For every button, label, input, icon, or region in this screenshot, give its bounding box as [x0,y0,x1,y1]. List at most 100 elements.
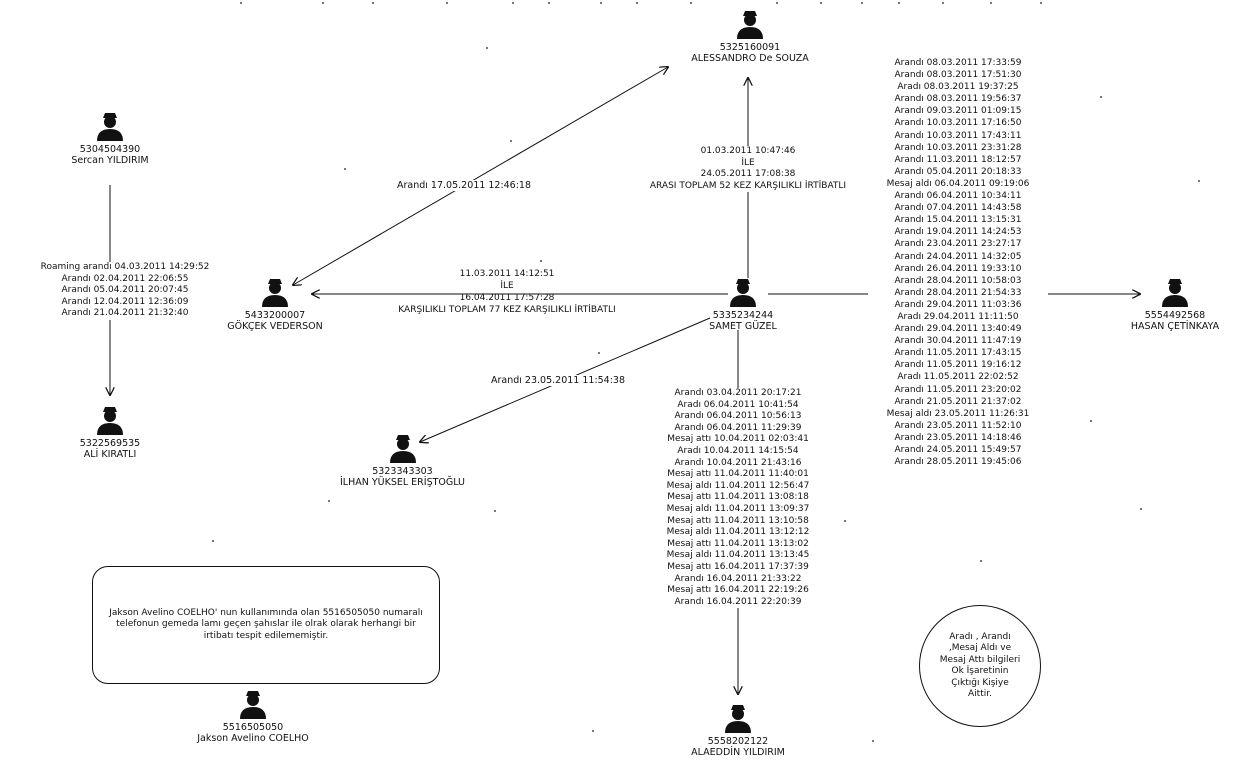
contact-record: Mesaj attı 11.04.2011 11:40:01 [667,469,809,480]
contact-record: Arandı 08.03.2011 19:56:37 [894,94,1022,105]
contact-record: Arandı 28.05.2011 19:45:06 [894,457,1022,468]
label-line: 24.05.2011 17:08:38 [700,169,796,180]
contact-record: Mesaj attı 16.04.2011 22:19:26 [667,585,809,596]
phone-number: 5554492568 [1144,310,1206,321]
contact-record: Mesaj attı 11.04.2011 13:13:02 [667,538,809,549]
contact-record: Arandı 16.04.2011 21:33:22 [674,573,802,584]
phone-number: 5322569535 [79,438,141,449]
contact-record: Arandı 24.05.2011 15:49:57 [894,445,1022,455]
node-ilhan[interactable]: 5323343303 İLHAN YÜKSEL ERİŞTOĞLU [330,434,475,488]
contact-record: Arandı 24.04.2011 14:32:05 [894,251,1022,262]
person-icon [262,279,288,307]
phone-number: 5516505050 [222,722,284,733]
contact-record: Mesaj attı 11.04.2011 13:08:18 [667,492,809,503]
contact-record: Arandı 10.03.2011 23:31:28 [894,142,1022,153]
edge-label-gokcek-alessandro: Arandı 17.05.2011 12:46:18 [396,180,533,191]
legend-text: Aradı , Arandı ,Mesaj Aldı ve Mesaj Attı… [939,631,1021,700]
contact-record: Arandı 23.05.2011 11:52:10 [894,420,1022,431]
label-line: 11.03.2011 14:12:51 [459,269,555,281]
person-name: Sercan YILDIRIM [71,155,149,166]
contact-record: Aradı 11.05.2011 22:02:52 [897,372,1019,383]
contact-record: Aradı 29.04.2011 11:11:50 [897,311,1019,322]
label-line: Roaming arandı 04.03.2011 14:29:52 [40,262,210,272]
person-name: HASAN ÇETİNKAYA [1130,321,1220,332]
contact-record: Arandı 08.03.2011 17:51:30 [894,70,1022,81]
contact-record: Mesaj aldı 06.04.2011 09:19:06 [886,178,1030,189]
phone-number: 5558202122 [707,736,769,747]
contact-record: Arandı 11.03.2011 18:12:57 [894,154,1022,165]
node-samet[interactable]: 5335234244 SAMET GÜZEL [688,278,798,332]
node-sercan[interactable]: 5304504390 Sercan YILDIRIM [50,112,170,166]
edge-label-sercan-ali: Roaming arandı 04.03.2011 14:29:52 Arand… [36,262,214,320]
edge-gokcek-alessandro [293,67,668,285]
node-gokcek[interactable]: 5433200007 GÖKÇEK VEDERSON [215,278,335,332]
phone-number: 5335234244 [712,310,774,321]
person-icon [389,435,416,463]
contact-record: Arandı 29.04.2011 13:40:49 [894,324,1022,335]
contact-record: Mesaj aldı 23.05.2011 11:26:31 [886,408,1030,419]
edge-label-samet-ilhan: Arandı 23.05.2011 11:54:38 [490,375,627,386]
person-name: ALAEDDİN YILDIRIM [691,747,785,758]
node-jakson[interactable]: 5516505050 Jakson Avelino COELHO [188,690,318,744]
label-line: Arandı 12.04.2011 12:36:09 [61,296,189,307]
contact-record: Arandı 10.03.2011 17:16:50 [894,118,1022,129]
label-line: KARŞILIKLI TOPLAM 77 KEZ KARŞILIKLI İRTİ… [398,304,616,315]
person-icon [1162,279,1188,307]
contact-record: Arandı 10.04.2011 21:43:16 [674,457,802,468]
label-line: 16.04.2011 17:57:28 [459,293,555,304]
person-name: SAMET GÜZEL [709,321,777,332]
person-name: Jakson Avelino COELHO [197,733,309,744]
node-hasan[interactable]: 5554492568 HASAN ÇETİNKAYA [1120,278,1230,332]
contact-record: Arandı 26.04.2011 19:33:10 [894,263,1022,274]
contact-record: Arandı 19.04.2011 14:24:53 [894,227,1022,238]
contact-record: Mesaj aldı 11.04.2011 13:12:12 [666,527,810,538]
label-line: Arandı 02.04.2011 22:06:55 [61,273,189,284]
contact-record: Aradı 10.04.2011 14:15:54 [677,445,799,456]
node-alaeddin[interactable]: 5558202122 ALAEDDİN YILDIRIM [678,704,798,758]
person-name: ALESSANDRO De SOUZA [691,53,809,64]
contact-record: Arandı 30.04.2011 11:47:19 [894,336,1022,347]
contact-record: Arandı 15.04.2011 13:15:31 [894,215,1022,226]
info-note-text: Jakson Avelino COELHO' nun kullanımında … [109,607,423,641]
contact-record: Arandı 28.04.2011 10:58:03 [894,275,1022,286]
contact-record: Aradı 06.04.2011 10:41:54 [677,399,799,410]
person-icon [97,407,123,435]
person-icon [730,279,756,307]
label-line: 01.03.2011 10:47:46 [700,146,796,156]
person-icon [725,705,751,733]
label-line: Arandı 21.04.2011 21:32:40 [61,308,189,319]
person-name: ALİ KIRATLI [83,449,137,460]
contact-record: Mesaj attı 16.04.2011 17:37:39 [667,561,809,572]
phone-number: 5325160091 [719,42,781,53]
phone-number: 5323343303 [372,466,433,477]
contact-record: Aradı 08.03.2011 19:37:25 [897,82,1019,93]
contact-record: Mesaj aldı 11.04.2011 13:09:37 [666,503,810,514]
person-name: GÖKÇEK VEDERSON [227,321,323,332]
edge-label-samet-alessandro: 01.03.2011 10:47:46 İLE 24.05.2011 17:08… [618,146,878,193]
node-alessandro[interactable]: 5325160091 ALESSANDRO De SOUZA [680,10,820,64]
person-name: İLHAN YÜKSEL ERİŞTOĞLU [339,477,466,488]
contact-record: Arandı 21.05.2011 21:37:02 [894,396,1022,407]
label-line: Arandı 05.04.2011 20:07:45 [61,285,189,296]
contact-record: Arandı 23.05.2011 14:18:46 [894,432,1022,443]
contact-record: Arandı 06.04.2011 10:34:11 [894,191,1022,202]
contact-record: Arandı 16.04.2011 22:20:39 [674,596,802,607]
contact-record: Arandı 06.04.2011 10:56:13 [674,411,802,422]
label-line: ARASI TOPLAM 52 KEZ KARŞILIKLI İRTİBATLI [649,180,847,191]
contact-record: Arandı 29.04.2011 11:03:36 [894,299,1022,310]
contact-record: Arandı 03.04.2011 20:17:21 [674,388,802,398]
info-note-box: Jakson Avelino COELHO' nun kullanımında … [92,566,440,684]
node-ali[interactable]: 5322569535 ALİ KIRATLI [60,406,160,460]
phone-number: 5433200007 [244,310,306,321]
label-line: İLE [741,157,755,168]
contact-record: Arandı 11.05.2011 19:16:12 [894,360,1022,371]
contact-record: Arandı 23.04.2011 23:27:17 [894,239,1022,250]
contact-record: Arandı 09.03.2011 01:09:15 [894,106,1022,117]
legend-circle: Aradı , Arandı ,Mesaj Aldı ve Mesaj Attı… [919,605,1041,727]
person-icon [240,691,266,719]
person-icon [737,11,763,39]
contact-record: Arandı 05.04.2011 20:18:33 [894,166,1022,177]
contact-record: Arandı 07.04.2011 14:43:58 [894,203,1022,214]
contact-record: Arandı 10.03.2011 17:43:11 [894,130,1022,141]
